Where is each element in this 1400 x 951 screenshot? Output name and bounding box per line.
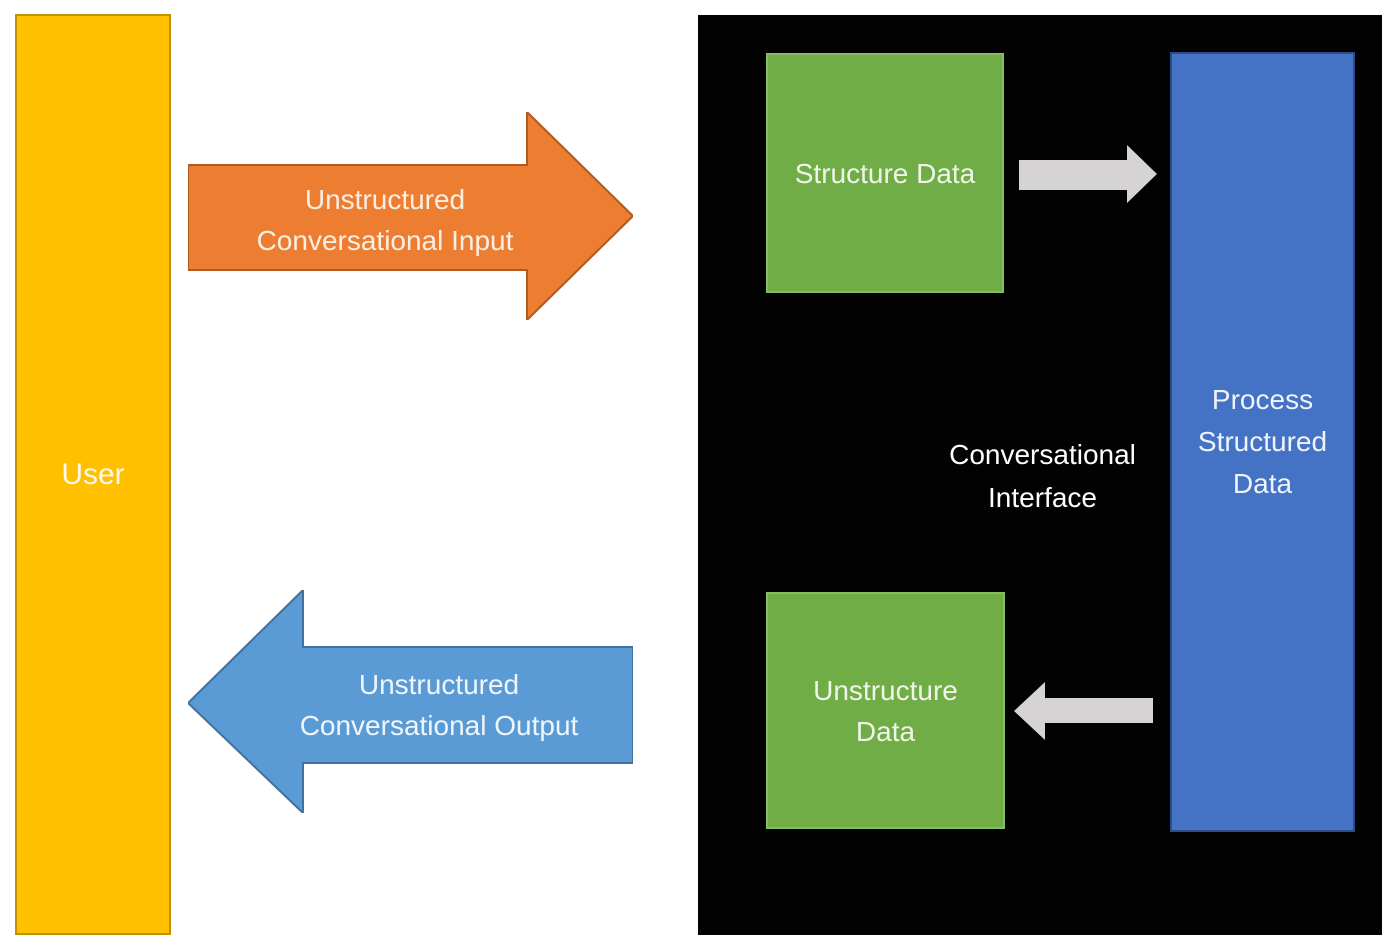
unstructure-data-line2: Data [855, 715, 916, 747]
right-arrow-shape [188, 112, 633, 320]
structure-data-label: Structure Data [794, 157, 976, 189]
structure-to-process-arrow [1019, 145, 1157, 203]
left-arrow-shape [188, 590, 633, 813]
gray-left-arrow-shape [1014, 682, 1153, 740]
process-to-unstructure-arrow [1014, 682, 1153, 740]
process-box-line1: Process [1211, 384, 1314, 415]
process-box-line2: Structured [1197, 426, 1328, 457]
interface-caption-line2: Interface [988, 482, 1097, 513]
output-arrow [188, 590, 633, 813]
user-box: User [15, 14, 171, 935]
user-box-label: User [61, 457, 125, 491]
structure-data-box: Structure Data [766, 53, 1004, 293]
interface-caption-line1: Conversational [949, 439, 1136, 470]
input-arrow [188, 112, 633, 320]
unstructure-data-line1: Unstructure [813, 674, 958, 706]
unstructure-data-box: Unstructure Data [766, 592, 1005, 829]
process-box-line3: Data [1232, 468, 1293, 499]
process-structured-data-box: Process Structured Data [1170, 52, 1355, 832]
gray-right-arrow-shape [1019, 145, 1157, 203]
interface-caption: Conversational Interface [920, 432, 1165, 520]
